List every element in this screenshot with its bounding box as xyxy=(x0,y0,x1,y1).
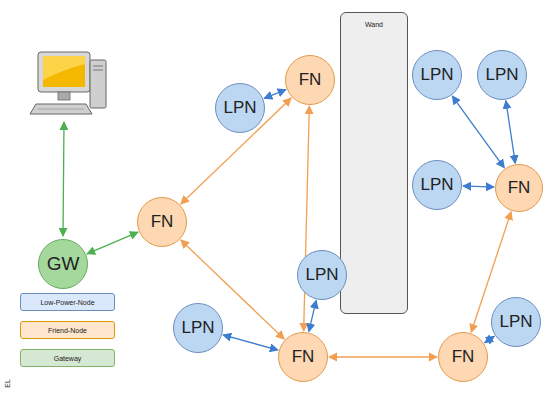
mesh-link xyxy=(223,335,278,350)
node-label: GW xyxy=(47,253,80,275)
mesh-link xyxy=(309,300,316,331)
wall-block: Wand xyxy=(340,12,408,314)
legend-swatch: Low-Power-Node xyxy=(20,293,115,311)
friend-node: FN xyxy=(137,197,187,247)
low-power-node: LPN xyxy=(412,160,462,210)
node-label: LPN xyxy=(420,65,453,85)
friend-node: FN xyxy=(278,332,328,382)
friend-node: FN xyxy=(495,164,543,212)
mesh-link xyxy=(452,96,504,168)
node-label: FN xyxy=(151,212,174,232)
node-label: FN xyxy=(299,70,322,90)
friend-node: FN xyxy=(285,55,335,105)
node-label: FN xyxy=(452,347,475,367)
legend-swatch: Gateway xyxy=(20,349,115,367)
node-label: LPN xyxy=(223,98,256,118)
low-power-node: LPN xyxy=(297,250,347,300)
watermark: EL xyxy=(4,379,11,388)
node-label: FN xyxy=(292,347,315,367)
mesh-link xyxy=(264,90,286,99)
low-power-node: LPN xyxy=(491,297,541,347)
legend-swatch: Friend-Node xyxy=(20,321,115,339)
mesh-link xyxy=(485,336,495,342)
node-label: LPN xyxy=(420,175,453,195)
node-label: LPN xyxy=(305,265,338,285)
friend-node: FN xyxy=(438,332,488,382)
low-power-node: LPN xyxy=(477,50,527,100)
mesh-link xyxy=(87,232,138,254)
node-label: LPN xyxy=(485,65,518,85)
low-power-node: LPN xyxy=(215,83,265,133)
low-power-node: LPN xyxy=(173,303,223,353)
mesh-link xyxy=(304,106,310,331)
mesh-link xyxy=(463,186,494,187)
mesh-link xyxy=(181,98,291,204)
node-label: LPN xyxy=(499,312,532,332)
node-label: FN xyxy=(508,178,531,198)
gateway-node: GW xyxy=(38,239,88,289)
low-power-node: LPN xyxy=(412,50,462,100)
legend-text: Low-Power-Node xyxy=(40,299,94,306)
legend-text: Gateway xyxy=(54,355,82,362)
node-label: LPN xyxy=(181,318,214,338)
mesh-link xyxy=(506,101,515,164)
legend-text: Friend-Node xyxy=(48,327,87,334)
mesh-link xyxy=(329,356,437,357)
mesh-link xyxy=(181,240,284,339)
node-label: Wand xyxy=(365,21,383,28)
